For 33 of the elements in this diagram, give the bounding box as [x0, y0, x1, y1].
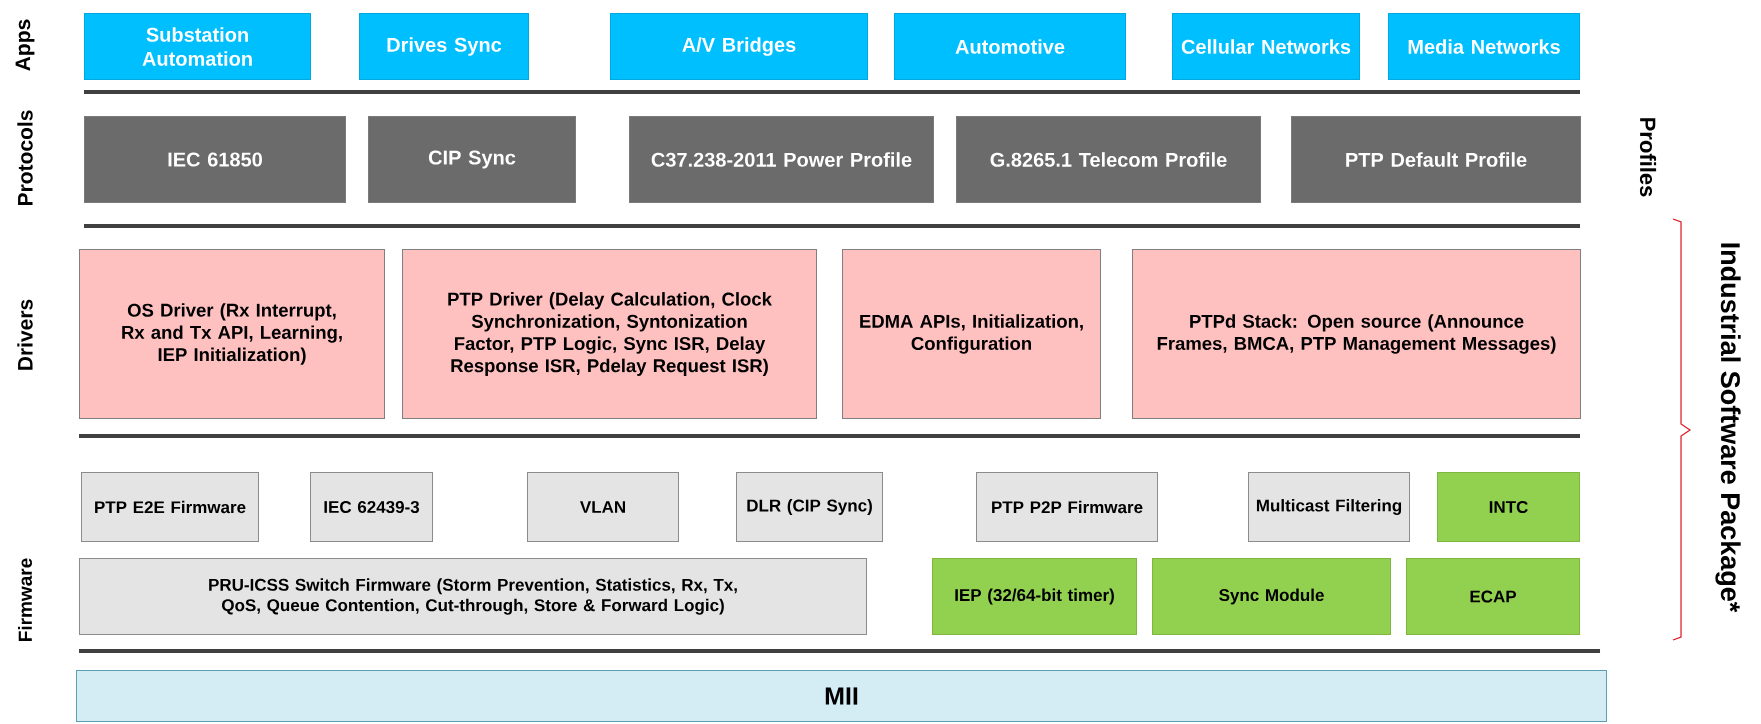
side-label: Firmware	[18, 558, 32, 641]
firmware-box: PTP P2P Firmware	[976, 472, 1158, 542]
app-box: Cellular Networks	[1172, 13, 1360, 80]
app-box: Automotive	[894, 13, 1126, 80]
hardware-box: INTC	[1437, 472, 1580, 542]
driver-box: PTPd Stack: Open source (Announce Frames, BMCA, PTP Management Messages)	[1132, 249, 1581, 419]
side-label: Protocols	[17, 110, 33, 205]
side-label: Profiles	[1639, 118, 1657, 197]
protocol-box: PTP Default Profile	[1291, 116, 1581, 203]
hardware-box: Sync Module	[1152, 558, 1391, 635]
side-label: Drivers	[17, 299, 33, 370]
hardware-box: ECAP	[1406, 558, 1580, 635]
protocol-box: CIP Sync	[368, 116, 576, 203]
firmware-box: PRU-ICSS Switch Firmware (Storm Prevention, Statistics, Rx, Tx, QoS, Queue Contention, Cut-through, Store & Forward Logic)	[79, 558, 867, 635]
firmware-box: DLR (CIP Sync)	[736, 472, 883, 542]
protocol-box: IEC 61850	[84, 116, 346, 203]
app-box: Drives Sync	[359, 13, 529, 80]
firmware-box: Multicast Filtering	[1248, 472, 1410, 542]
side-label: Industrial Software Package*	[1715, 243, 1741, 613]
driver-box: EDMA APIs, Initialization, Configuration	[842, 249, 1101, 419]
firmware-box: VLAN	[527, 472, 679, 542]
app-box: Media Networks	[1388, 13, 1580, 80]
app-box: A/V Bridges	[610, 13, 868, 80]
protocol-box: G.8265.1 Telecom Profile	[956, 116, 1261, 203]
app-box: Substation Automation	[84, 13, 311, 80]
driver-box: PTP Driver (Delay Calculation, Clock Synchronization, Syntonization Factor, PTP Logic, Sync ISR, Delay Response ISR, Pdelay Request ISR)	[402, 249, 817, 419]
protocol-box: C37.238-2011 Power Profile	[629, 116, 934, 203]
firmware-box: PTP E2E Firmware	[81, 472, 259, 542]
driver-box: OS Driver (Rx Interrupt, Rx and Tx API, Learning, IEP Initialization)	[79, 249, 385, 419]
firmware-box: IEC 62439-3	[310, 472, 433, 542]
side-label: Apps	[15, 19, 35, 71]
interface-bar: MII	[76, 670, 1607, 722]
hardware-box: IEP (32/64-bit timer)	[932, 558, 1137, 635]
